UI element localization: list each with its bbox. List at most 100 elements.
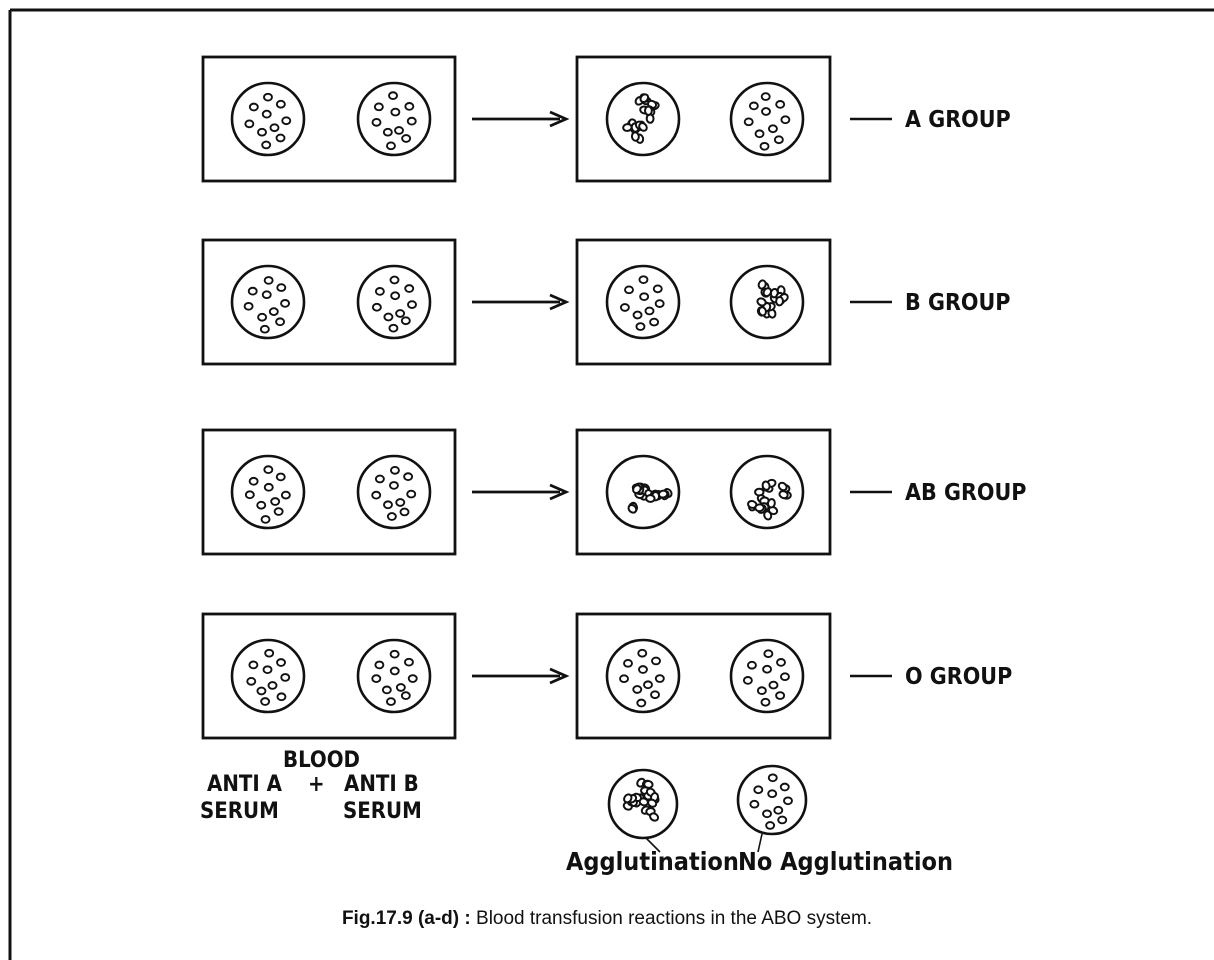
red-cell [761,107,771,116]
group-row: B GROUP [201,238,1010,366]
clumped-cell [767,505,779,516]
dish-anti-b-after [729,454,805,530]
clumped-cell [639,93,650,104]
red-cell [373,102,384,112]
red-cell [743,117,754,127]
group-label: B GROUP [905,290,1010,316]
red-cell [623,658,633,668]
red-cell [650,690,660,700]
group-label: A GROUP [905,107,1011,133]
red-cell [244,119,255,129]
red-cell [280,490,291,500]
red-cell [400,316,411,326]
arrow-head [549,110,570,128]
red-cell [639,292,650,302]
legend-pointer-agglutination [645,837,661,853]
serum-right-label: SERUM [343,799,422,824]
red-cell [270,497,281,506]
red-cell [246,676,257,686]
red-cell [749,799,760,809]
dish-outline [230,81,306,157]
red-cell [403,472,414,482]
figure-caption: Fig.17.9 (a-d) : Blood transfusion react… [0,908,1214,930]
red-cell [407,300,417,309]
red-cell [261,140,272,150]
dish-outline [607,768,679,840]
red-cell [244,490,255,500]
red-cell [385,697,396,706]
dish-outline [356,81,432,157]
group-row: O GROUP [201,612,1012,740]
dish-anti-a-before [230,81,306,157]
clumped-cell [627,504,638,514]
red-cell [399,507,410,517]
clumped-cell [630,131,640,142]
legend-agglutination-label: Agglutination [566,847,739,876]
dish-outline [605,264,681,340]
dish-outline [356,454,432,530]
dish-outline [605,638,681,714]
red-cell [390,291,401,301]
red-cell [390,107,401,117]
red-cell [248,476,259,486]
red-cell [395,309,406,318]
red-cell [371,117,382,127]
red-cell [260,515,271,524]
legend-agglutination-dish [607,768,679,840]
red-cell [268,307,279,316]
clumped-cell [638,122,648,132]
red-cell [760,92,771,101]
clumped-cell [645,494,656,503]
group-label: O GROUP [905,664,1012,690]
red-cell [763,649,774,659]
clumped-cell [762,287,773,298]
red-cell [768,680,779,690]
red-cell [389,275,400,285]
red-cell [269,123,280,133]
red-cell [257,312,268,322]
clumped-cell [757,306,767,317]
red-cell [767,773,778,783]
legend-layer [607,764,808,853]
red-cell [276,283,287,292]
dish-anti-a-after [605,454,681,530]
group-row: A GROUP [201,55,1011,183]
red-cell [779,782,790,792]
blood-label: BLOOD [283,748,360,773]
red-cell [263,465,274,475]
red-cell [403,657,414,667]
red-cell [777,815,788,825]
red-cell [394,126,404,135]
red-cell [260,697,271,706]
serum-left-label: SERUM [200,799,279,824]
red-cell [404,284,415,293]
red-cell [759,141,770,151]
red-cell [374,660,385,670]
slide-before [201,55,457,183]
anti-b-label: ANTI B [344,772,419,797]
dish-anti-b-before [356,264,432,340]
red-cell [389,666,400,676]
red-cell [388,91,398,101]
red-cell [619,674,629,684]
slide-before [201,428,457,556]
red-cell [773,135,784,145]
red-cell [767,124,778,134]
clumped-cell [754,503,765,513]
clumped-cell [756,297,767,307]
red-cell [371,490,382,500]
red-cell [775,691,786,700]
red-cell [748,101,759,111]
red-cell [652,284,663,294]
red-cell [276,692,287,702]
red-cell [256,686,267,696]
clumped-cell [632,484,642,495]
red-cell [637,648,648,658]
slide-after [575,612,832,740]
dish-outline [230,454,306,530]
red-cell [386,141,396,151]
slide-after [575,428,832,556]
red-cell [632,310,643,320]
